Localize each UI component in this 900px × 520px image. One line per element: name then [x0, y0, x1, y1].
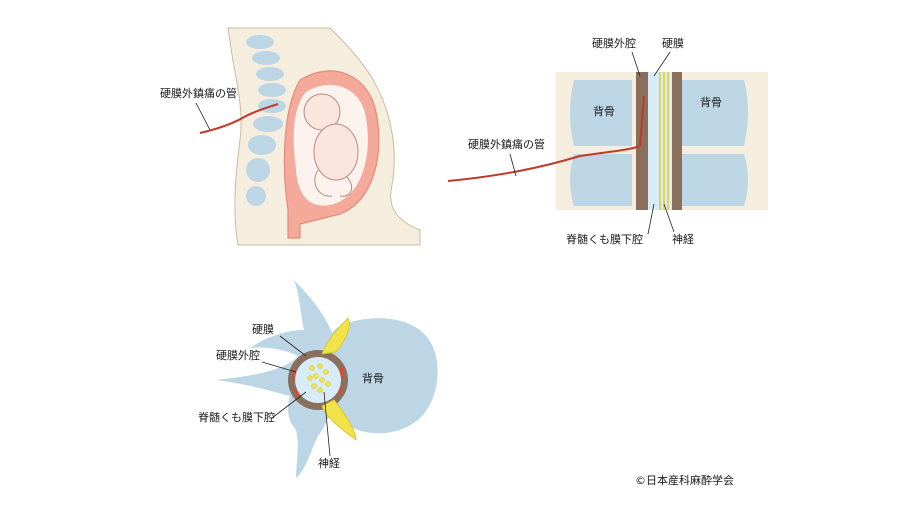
- label-catheter-pregnant: 硬膜外鎮痛の管: [160, 86, 237, 100]
- leader-dura-cross: [279, 335, 307, 357]
- label-vertebra-left: 背骨: [593, 104, 615, 118]
- dura-left: [636, 72, 648, 210]
- leader-subarachnoid-cross: [271, 391, 307, 419]
- subarachnoid-space: [295, 357, 341, 403]
- dura-right: [672, 72, 682, 210]
- leader-epidural-space-cross: [261, 361, 297, 373]
- leader-catheter-side: [509, 153, 517, 177]
- leader-nerve-side: [663, 203, 675, 233]
- label-dura-cross: 硬膜: [252, 323, 274, 336]
- label-subarachnoid-side: 脊髄くも膜下腔: [566, 232, 643, 246]
- catheter-side: [447, 95, 645, 182]
- vertebrae-right: [680, 80, 748, 206]
- copyright-text: ©日本産科麻酔学会: [635, 473, 734, 487]
- panel-side-section: 硬膜外腔 硬膜 背骨 背骨 硬膜外鎮痛の管 脊髄くも膜下腔 神経: [447, 36, 768, 246]
- label-subarachnoid-cross: 脊髄くも膜下腔: [198, 410, 275, 424]
- nerve-fibers: [307, 363, 331, 393]
- panel-cross-section: 硬膜 硬膜外腔 脊髄くも膜下腔 神経 背骨: [198, 280, 438, 478]
- label-epidural-space-cross: 硬膜外腔: [216, 348, 260, 362]
- epidural-vessels: [293, 368, 343, 396]
- label-vertebra-right: 背骨: [700, 95, 722, 109]
- label-nerve-cross: 神経: [318, 456, 340, 470]
- leader-dura-side: [653, 51, 671, 77]
- spine: [246, 35, 286, 206]
- label-epidural-space-side: 硬膜外腔: [592, 36, 636, 50]
- fetus: [303, 93, 359, 197]
- nerve-root-lower: [321, 399, 357, 441]
- nerve-bundle: [659, 72, 669, 210]
- vertebral-arch: [216, 280, 340, 478]
- label-catheter-side: 硬膜外鎮痛の管: [468, 137, 545, 151]
- leader-catheter-pregnant: [195, 102, 211, 131]
- catheter-pregnant: [199, 103, 279, 134]
- vertebral-body: [327, 318, 438, 434]
- label-dura-side: 硬膜: [662, 37, 684, 50]
- label-nerve-side: 神経: [672, 232, 694, 246]
- leader-epidural-space-side: [631, 51, 641, 77]
- vertebrae-left: [570, 80, 632, 206]
- panel-pregnant-side-view: 硬膜外鎮痛の管: [160, 27, 421, 246]
- nerve-root-upper: [321, 317, 350, 355]
- label-vertebra-cross: 背骨: [362, 371, 384, 385]
- leader-subarachnoid-side: [647, 203, 655, 235]
- leader-nerve-cross: [323, 391, 331, 457]
